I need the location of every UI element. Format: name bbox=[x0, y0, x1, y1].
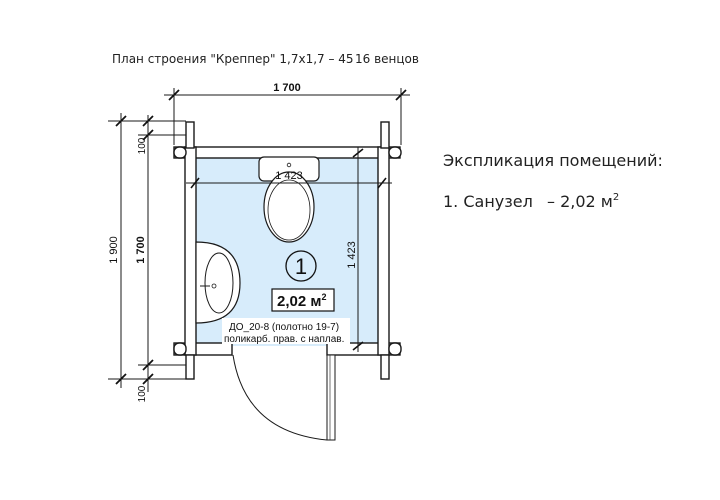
room-area: 2,02 м2 bbox=[277, 292, 326, 310]
room-number: 1 bbox=[295, 254, 307, 279]
explication-item-value-sup: 2 bbox=[613, 192, 619, 203]
dimension-left-total-label: 1 900 bbox=[108, 236, 120, 264]
dimension-left-top-offset: 100 bbox=[137, 137, 148, 154]
room-area-sup: 2 bbox=[321, 292, 326, 302]
dimension-left-bottom-offset: 100 bbox=[137, 385, 148, 402]
dimension-left bbox=[108, 113, 186, 392]
room-number-circle bbox=[285, 250, 317, 282]
dimension-top-label: 1 700 bbox=[273, 82, 301, 94]
dimension-inner-height-label: 1 423 bbox=[346, 241, 358, 269]
explication-item-label: 1. Санузел bbox=[443, 192, 533, 211]
door-label-line2: поликарб. прав. с наплав. bbox=[224, 333, 344, 345]
plan-title-rows: 16 венцов bbox=[355, 52, 419, 66]
door-label-line1: ДО_20-8 (полотно 19-7) bbox=[229, 322, 339, 333]
dimension-left-inner-label: 1 700 bbox=[135, 236, 147, 264]
door-label-box bbox=[222, 318, 350, 344]
washbasin-icon bbox=[195, 241, 241, 324]
dimension-top bbox=[164, 88, 410, 145]
toilet-icon bbox=[258, 156, 320, 243]
area-box bbox=[271, 288, 335, 312]
room-area-value: 2,02 м bbox=[277, 293, 321, 310]
explication-heading: Экспликация помещений: bbox=[443, 151, 663, 170]
plan-title: План строения "Креппер" 1,7х1,7 – 45 bbox=[112, 52, 354, 66]
explication-item-value-text: – 2,02 м bbox=[547, 192, 613, 211]
explication-item-value: – 2,02 м2 bbox=[547, 192, 619, 211]
dimension-inner-width-label: 1 423 bbox=[275, 170, 303, 182]
door-swing-icon bbox=[232, 354, 336, 441]
dimension-inner-height bbox=[352, 147, 364, 352]
walls bbox=[173, 121, 402, 380]
